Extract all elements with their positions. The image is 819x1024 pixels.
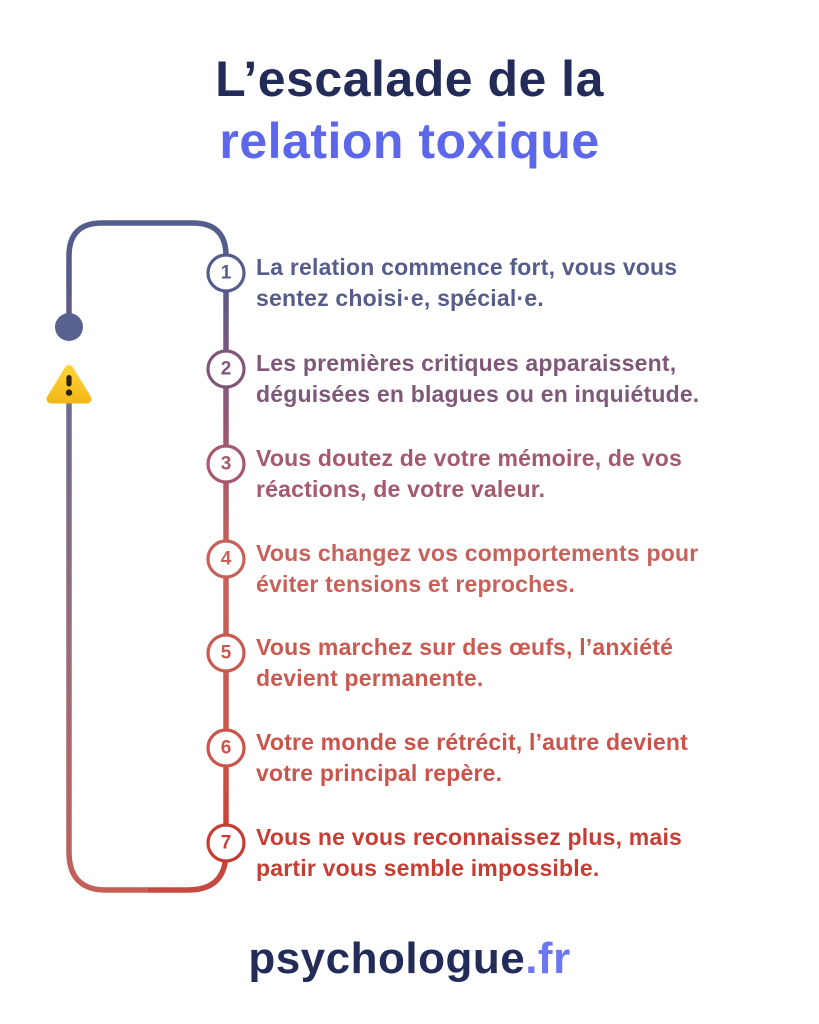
step-text-line: Vous marchez sur des œufs, l’anxiété	[256, 634, 674, 660]
warning-triangle-icon	[46, 365, 92, 404]
step-text-line: La relation commence fort, vous vous	[256, 254, 678, 280]
path-spine	[66, 220, 229, 893]
step-marker-6: 6	[206, 728, 246, 768]
step-text-line: partir vous semble impossible.	[256, 855, 600, 881]
step-number: 5	[221, 643, 232, 664]
step-circle	[206, 539, 246, 579]
page-title-line2: relation toxique	[219, 113, 600, 169]
step-text-line: déguisées en blagues ou en inquiétude.	[256, 381, 700, 407]
step-marker-1: 1	[206, 253, 246, 293]
step-marker-7: 7	[206, 823, 246, 863]
step-item-3: Vous doutez de votre mémoire, de vos réa…	[256, 443, 781, 505]
step-number: 1	[221, 263, 232, 284]
step-number: 3	[221, 454, 232, 475]
step-text-line: Les premières critiques apparaissent,	[256, 350, 677, 376]
step-item-2: Les premières critiques apparaissent, dé…	[256, 348, 781, 410]
step-text-line: Votre monde se rétrécit, l’autre devient	[256, 729, 688, 755]
step-number: 2	[221, 359, 232, 380]
brand-name: psychologue	[248, 934, 526, 983]
step-number: 6	[221, 738, 232, 759]
step-text-line: Vous doutez de votre mémoire, de vos	[256, 445, 682, 471]
step-text-line: votre principal repère.	[256, 760, 503, 786]
step-item-6: Votre monde se rétrécit, l’autre devient…	[256, 727, 781, 789]
step-text-line: Vous ne vous reconnaissez plus, mais	[256, 824, 683, 850]
step-circle	[206, 444, 246, 484]
step-marker-5: 5	[206, 633, 246, 673]
step-circle	[206, 823, 246, 863]
step-number: 4	[221, 549, 232, 570]
step-text-line: Vous changez vos comportements pour	[256, 540, 699, 566]
brand-tld: .fr	[525, 934, 571, 983]
step-circle	[206, 633, 246, 673]
page-title-line1: L’escalade de la	[215, 51, 604, 107]
step-marker-2: 2	[206, 349, 246, 389]
step-circle	[206, 349, 246, 389]
step-marker-4: 4	[206, 539, 246, 579]
step-item-4: Vous changez vos comportements pour évit…	[256, 538, 781, 600]
step-text-line: devient permanente.	[256, 665, 484, 691]
step-marker-3: 3	[206, 444, 246, 484]
step-number: 7	[221, 833, 232, 854]
start-dot	[55, 313, 83, 341]
brand-footer: psychologue.fr	[0, 934, 819, 984]
step-text-line: sentez choisi·e, spécial·e.	[256, 285, 544, 311]
step-item-1: La relation commence fort, vous vous sen…	[256, 252, 781, 314]
step-circle	[206, 728, 246, 768]
path-left-return	[66, 398, 148, 893]
step-text-line: réactions, de votre valeur.	[256, 476, 546, 502]
step-text-line: éviter tensions et reproches.	[256, 571, 575, 597]
step-circle	[206, 253, 246, 293]
step-item-7: Vous ne vous reconnaissez plus, mais par…	[256, 822, 781, 884]
step-item-5: Vous marchez sur des œufs, l’anxiété dev…	[256, 632, 781, 694]
